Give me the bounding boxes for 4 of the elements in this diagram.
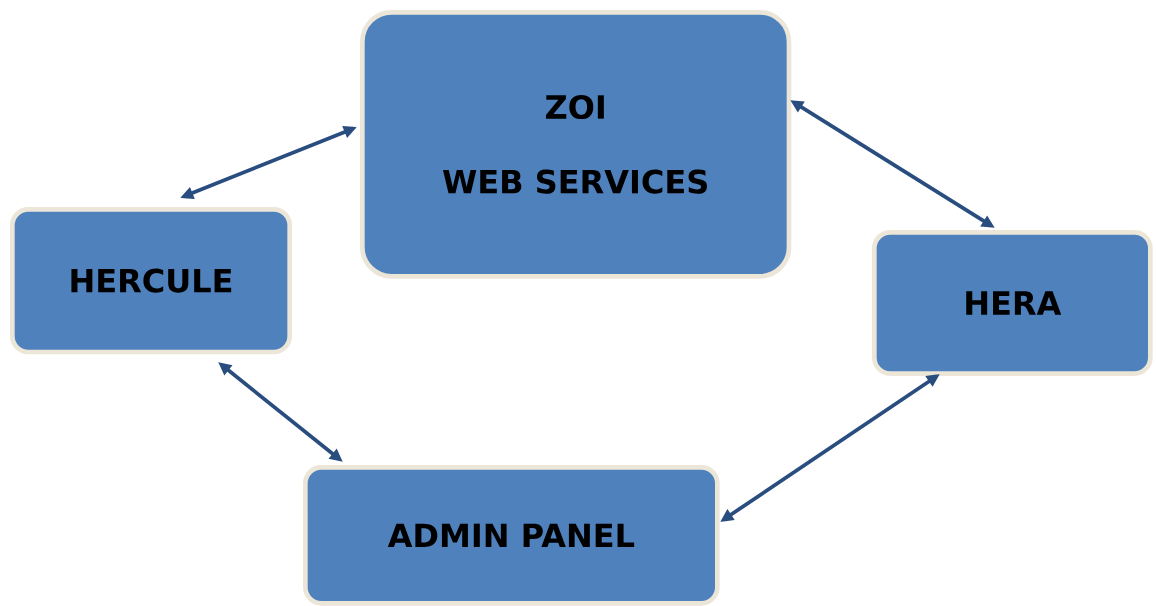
- process-box: HERCULE: [10, 207, 292, 355]
- process-box: ZOI WEB SERVICES: [360, 10, 792, 279]
- process-box: HERA: [872, 230, 1153, 376]
- process-box: ADMIN PANEL: [303, 465, 720, 606]
